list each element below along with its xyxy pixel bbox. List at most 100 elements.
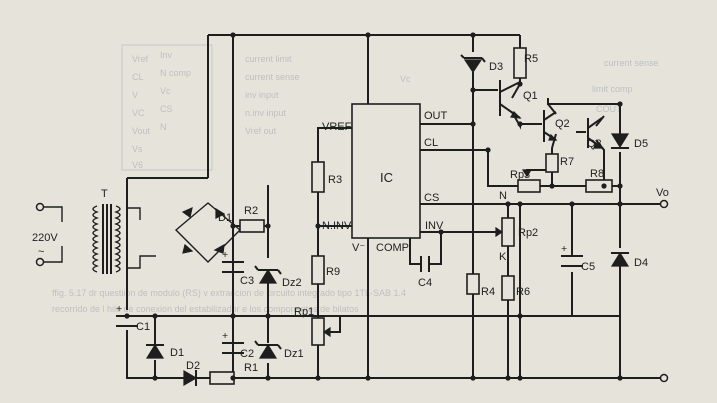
junctions <box>124 32 623 381</box>
bleed-mid-1: current sense <box>245 72 300 82</box>
label-vo: Vo <box>656 187 669 199</box>
resistor-r5 <box>513 47 527 79</box>
label-q2: Q2 <box>555 118 570 130</box>
potentiometer-rp3: Rp3 <box>510 169 541 193</box>
label-r9: R9 <box>326 266 340 278</box>
diode-d2: D2 <box>183 360 200 387</box>
resistor-r7 <box>545 153 559 173</box>
label-d1-bridge: D1 <box>218 212 232 224</box>
ic-name: IC <box>380 170 393 185</box>
pin-comp: COMP <box>376 242 409 254</box>
label-d2: D2 <box>186 360 200 372</box>
label-r4: R4 <box>481 286 495 298</box>
label-d4: D4 <box>634 257 648 269</box>
resistor-r3 <box>311 161 325 193</box>
capacitor-c4: C4 <box>418 256 432 289</box>
resistor-r8 <box>585 179 613 193</box>
label-c1: C1 <box>136 321 150 333</box>
label-r6: R6 <box>516 286 530 298</box>
pin-ninv: N.INV <box>322 220 352 232</box>
bleed-mid-2: inv input <box>245 90 279 100</box>
label-q3: Q3 <box>587 138 602 150</box>
label-q1: Q1 <box>523 90 538 102</box>
resistor-r2 <box>239 219 265 233</box>
label-r3: R3 <box>328 174 342 186</box>
pin-cs: CS <box>424 192 439 204</box>
label-dz1: Dz1 <box>284 348 304 360</box>
label-d5: D5 <box>634 138 648 150</box>
bleed-right-pin-2: Vc <box>160 86 171 96</box>
label-d3: D3 <box>489 61 503 73</box>
label-c2: C2 <box>240 348 254 360</box>
c1-plus: + <box>116 303 122 315</box>
label-t: T <box>101 188 108 200</box>
pin-cl: CL <box>424 137 438 149</box>
input-terminal-bottom <box>35 257 45 267</box>
diode-d5: D5 <box>610 133 648 150</box>
label-c3: C3 <box>240 275 254 287</box>
bleed-through: Vref CL V VC Vout Vs V6 Inv N comp Vc CS… <box>52 44 659 314</box>
c2-plus: + <box>222 330 228 342</box>
label-dz2: Dz2 <box>282 277 302 289</box>
resistor-r1 <box>209 371 235 385</box>
bleed-mid-4: Vref out <box>245 126 277 136</box>
bleed-left-pin-3: VC <box>132 108 145 118</box>
bleed-left-pin-5: Vs <box>132 144 143 154</box>
bleed-left-box <box>121 44 213 171</box>
bleed-mid-r-1: limit comp <box>592 84 633 94</box>
transistor-q2: Q2 <box>543 110 570 142</box>
bleed-left-pin-6: V6 <box>132 160 143 170</box>
c3-plus: + <box>222 249 228 261</box>
transformer-t: T <box>92 188 121 274</box>
pin-vminus: V⁻ <box>352 242 365 254</box>
transistor-q1: Q1 <box>499 80 538 119</box>
zener-d3: D3 <box>460 54 503 74</box>
output-terminal-ground <box>659 373 669 383</box>
bleed-left-pin-4: Vout <box>132 126 151 136</box>
input-terminal-top <box>35 202 45 212</box>
label-node-k: K <box>499 251 507 263</box>
label-rp1: Rp1 <box>294 306 314 318</box>
potentiometer-rp1: Rp1 <box>294 306 331 346</box>
bleed-left-pin-1: CL <box>132 72 144 82</box>
bleed-mid-0: current limit <box>245 54 292 64</box>
bridge-rectifier-d1: D1 <box>174 202 242 263</box>
bleed-mid-r-4: COUT <box>596 104 622 114</box>
bleed-caption-1: recorrido de l hilo de conexion del esta… <box>52 304 359 314</box>
bleed-mid-r-2: Vc <box>400 74 411 84</box>
label-d1: D1 <box>170 347 184 359</box>
label-220v: 220V <box>32 232 58 244</box>
zener-dz1: Dz1 <box>254 340 304 360</box>
resistor-r4 <box>466 273 480 295</box>
resistor-r9 <box>311 255 325 285</box>
label-rp2: Rp2 <box>518 227 538 239</box>
label-c4: C4 <box>418 277 432 289</box>
output-terminal-vo <box>659 199 669 209</box>
label-ac: ~ <box>38 246 44 258</box>
capacitor-c2: + C2 <box>222 330 254 360</box>
label-c5: C5 <box>581 261 595 273</box>
bleed-left-pin-0: Vref <box>132 54 149 64</box>
bleed-caption-0: ffig. 5.17 dr questiion de modulo (RS) v… <box>52 288 406 298</box>
label-r8: R8 <box>590 168 604 180</box>
bleed-mid-3: n.inv input <box>245 108 287 118</box>
pin-vref: VREF <box>322 121 352 133</box>
c5-plus: + <box>561 243 567 255</box>
label-node-n: N <box>499 190 507 202</box>
capacitor-c5: + C5 <box>561 243 595 273</box>
integrated-circuit: IC VREF OUT CL CS N.INV INV V⁻ COMP <box>322 103 448 254</box>
resistor-r6 <box>501 275 515 301</box>
bleed-right-pin-4: N <box>160 122 167 132</box>
bleed-left-pin-2: V <box>132 90 138 100</box>
pin-out: OUT <box>424 110 448 122</box>
bleed-mid-r-0: current sense <box>604 58 659 68</box>
diode-d1: D1 <box>145 343 184 359</box>
bleed-right-pin-1: N comp <box>160 68 191 78</box>
diode-d4: D4 <box>610 251 648 269</box>
bleed-right-pin-3: CS <box>160 104 173 114</box>
potentiometer-rp2: Rp2 <box>495 217 538 247</box>
ic-body <box>351 103 421 239</box>
label-r1: R1 <box>244 362 258 374</box>
